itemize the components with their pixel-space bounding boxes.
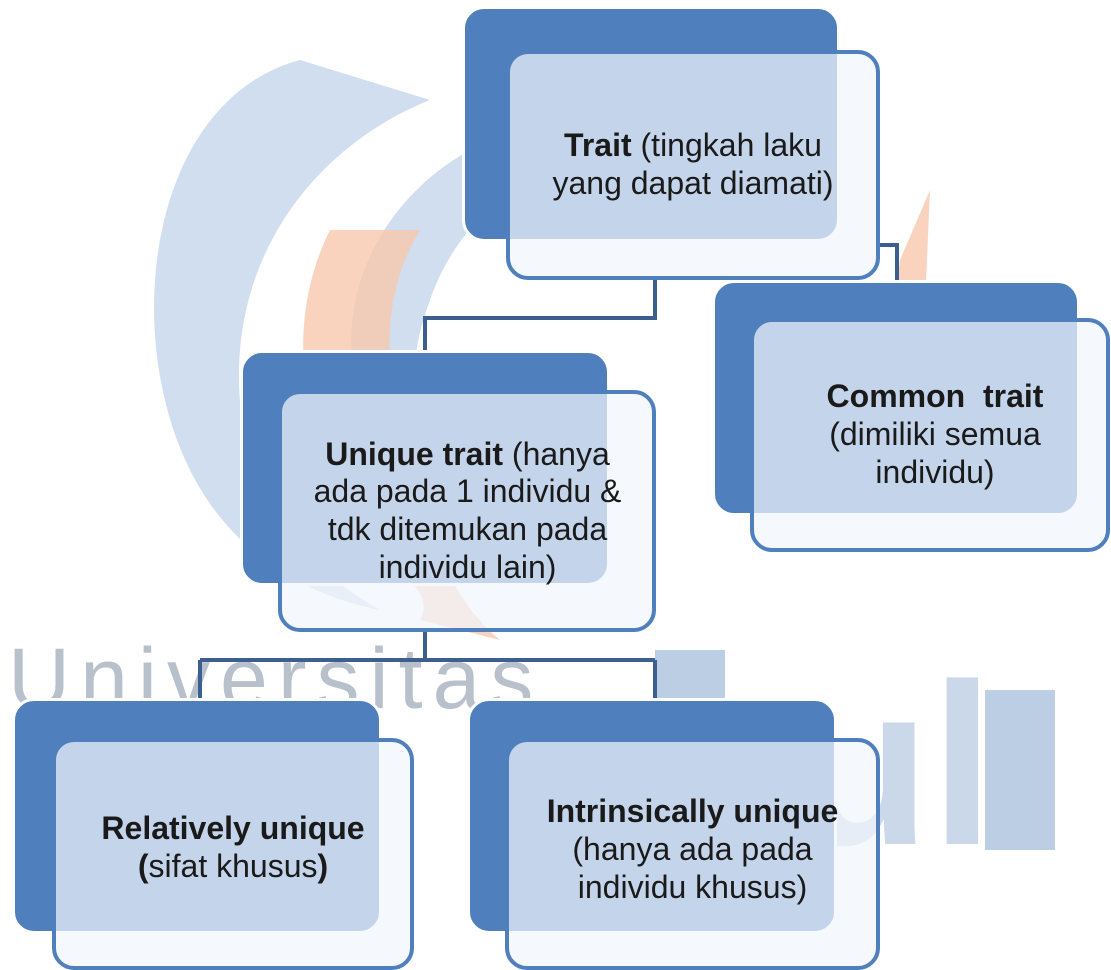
trait-box <box>506 50 880 280</box>
unique-desc: (hanya ada pada 1 individu & tdk ditemuk… <box>313 435 622 585</box>
trait-desc: (tingkah laku yang dapat diamati) <box>552 127 834 201</box>
relative-open-paren: ( <box>137 848 149 884</box>
relative-text: Relatively unique(sifat khusus) <box>101 810 364 886</box>
watermark-swoosh-blue <box>154 60 430 610</box>
common-box <box>750 318 1110 552</box>
trait-text: Trait (tingkah laku yang dapat diamati) <box>530 127 856 203</box>
relative-box <box>52 738 414 970</box>
intrinsic-text: Intrinsically unique(hanya ada pada indi… <box>520 793 865 906</box>
trait-title: Trait <box>564 127 632 164</box>
intrinsic-label: Intrinsically unique(hanya ada pada indi… <box>520 750 865 950</box>
intrinsic-title: Intrinsically unique <box>546 793 839 830</box>
unique-text: Unique trait (hanya ada pada 1 individu … <box>295 436 640 587</box>
watermark-swoosh-orange <box>303 230 500 640</box>
common-desc: (dimiliki semua individu) <box>829 416 1041 490</box>
relative-title: Relatively unique <box>101 810 365 847</box>
common-text: Common trait(dimiliki semua individu) <box>780 378 1090 491</box>
common-title: Common trait <box>826 378 1044 415</box>
relative-desc: sifat khusus <box>148 848 318 884</box>
unique-title: Unique trait <box>325 435 504 472</box>
relative-label: Relatively unique(sifat khusus) <box>70 750 396 946</box>
intrinsic-desc: (hanya ada pada individu khusus) <box>572 831 813 905</box>
unique-label: Unique trait (hanya ada pada 1 individu … <box>295 405 640 617</box>
relative-close-paren: ) <box>317 848 329 884</box>
connector-trait-to-common <box>880 243 899 288</box>
trait-label: Trait (tingkah laku yang dapat diamati) <box>530 70 856 260</box>
common-label: Common trait(dimiliki semua individu) <box>780 345 1090 525</box>
intrinsic-box <box>505 738 880 970</box>
watermark-bar-right <box>985 690 1055 850</box>
unique-box <box>278 390 656 632</box>
connector-trait-to-unique <box>423 278 657 350</box>
